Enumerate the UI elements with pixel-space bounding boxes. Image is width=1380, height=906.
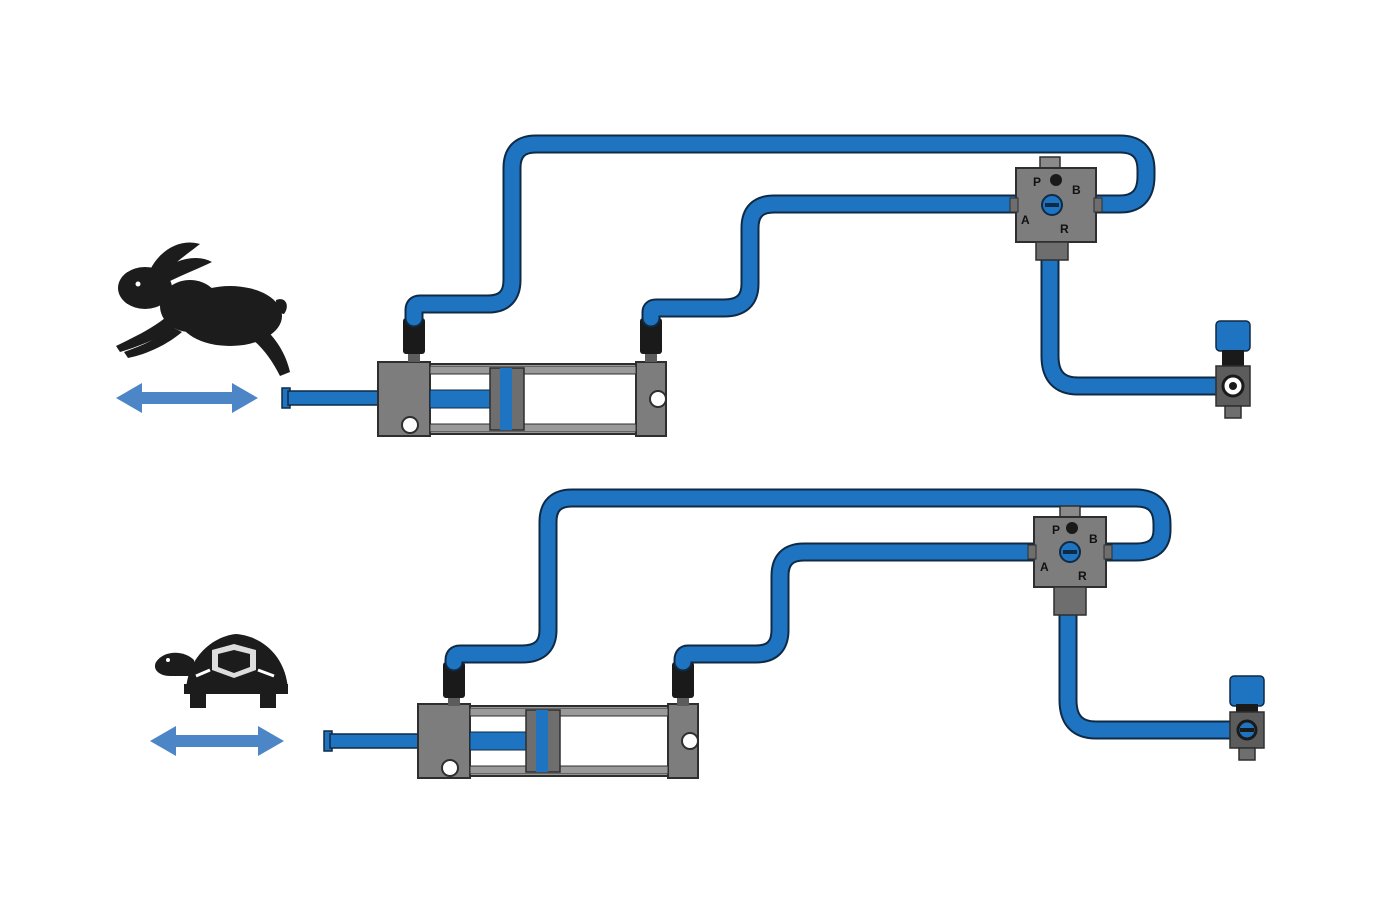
rabbit-icon	[116, 242, 290, 376]
valve-port-a: A	[1021, 213, 1030, 227]
fast-system: P B A R	[116, 134, 1251, 437]
valve-port-r: R	[1060, 222, 1069, 236]
piston-rod	[281, 387, 381, 409]
directional-valve: P B A R	[1009, 156, 1103, 261]
cylinder-fitting-rear	[443, 662, 465, 706]
flow-control-valve	[1229, 675, 1265, 761]
tube-rear-to-valve	[404, 134, 1156, 328]
double-headed-arrow-icon	[150, 726, 284, 756]
tube-rear-to-valve	[444, 488, 1172, 672]
double-headed-arrow-icon	[116, 383, 258, 413]
cylinder	[417, 703, 699, 779]
tube-front-to-valve	[641, 194, 1028, 328]
piston-rod	[323, 730, 423, 752]
valve-port-b: B	[1072, 183, 1081, 197]
cylinder-fitting-front	[672, 662, 694, 706]
valve-port-r: R	[1078, 569, 1087, 583]
valve-port-p: P	[1033, 175, 1041, 189]
directional-valve: P B A R	[1027, 505, 1113, 616]
slow-system: P B A R	[150, 488, 1265, 779]
valve-port-p: P	[1052, 523, 1060, 537]
tortoise-icon	[154, 634, 288, 708]
tube-front-to-valve	[673, 542, 1044, 672]
flow-control-valve	[1215, 320, 1251, 419]
valve-port-b: B	[1089, 532, 1098, 546]
cylinder-fitting-rear	[403, 318, 425, 362]
cylinder	[377, 361, 667, 437]
tube-valve-to-flow-control	[1058, 576, 1240, 740]
cylinder-fitting-front	[640, 318, 662, 362]
tube-valve-to-flow-control	[1040, 226, 1226, 396]
valve-port-a: A	[1040, 560, 1049, 574]
